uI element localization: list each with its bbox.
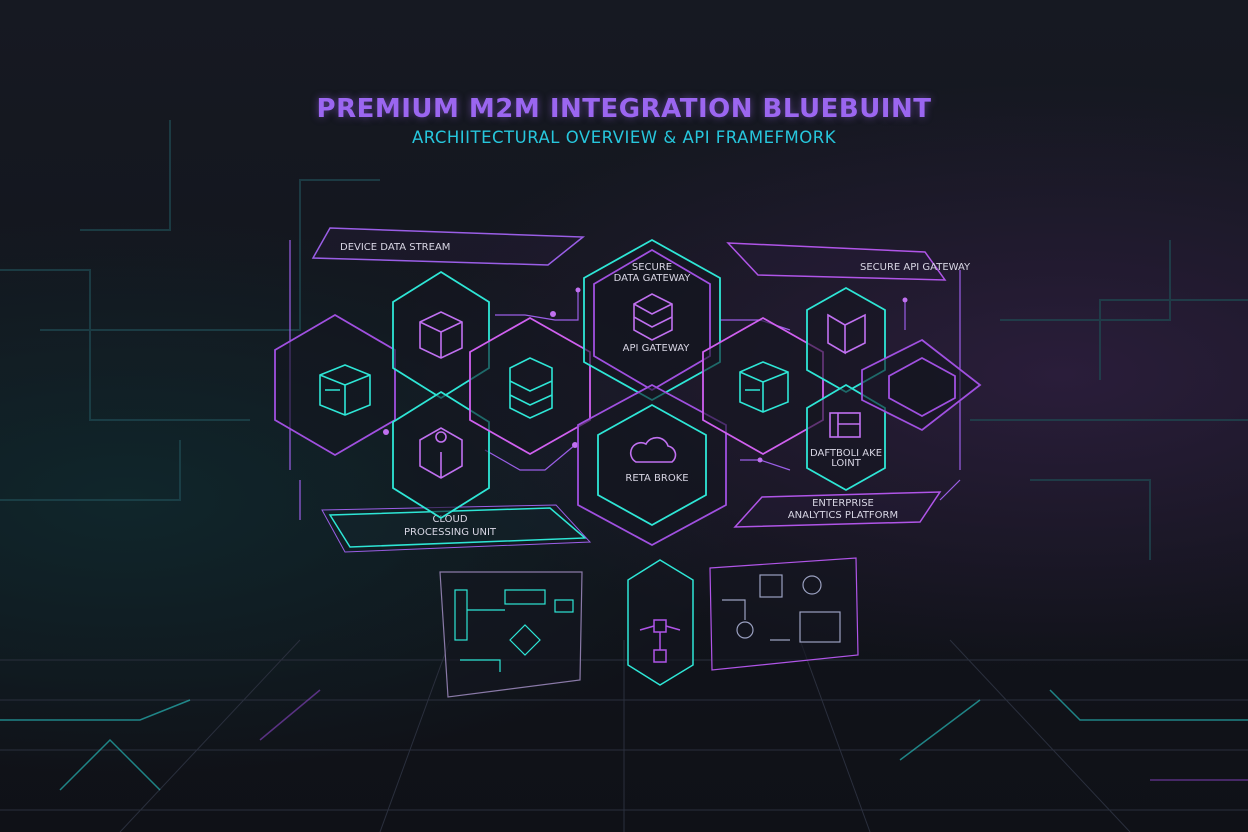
panel-device-data-stream: DEVICE DATA STREAM — [311, 227, 586, 266]
hex-analytics-inner — [888, 356, 956, 418]
node-label: PROCESSING UNIT — [404, 527, 497, 538]
schematic-card-left — [439, 571, 583, 698]
panel-enterprise-analytics: ENTERPRISE ANALYTICS PLATFORM — [733, 491, 942, 528]
schematic-card-center — [627, 559, 694, 686]
page-title: PREMIUM M2M INTEGRATION BLUEBUINT — [316, 94, 932, 124]
node-label: SECURE — [632, 262, 672, 273]
node-label: LOINT — [831, 458, 862, 469]
dashboard-icon — [829, 412, 861, 438]
hex-left-storage — [274, 313, 396, 457]
hex-broker — [597, 403, 707, 527]
schematic-card-right — [709, 557, 859, 671]
server-stack-icon — [509, 357, 553, 419]
box-icon — [739, 361, 789, 413]
panel-secure-api-gateway: SECURE API GATEWAY — [726, 242, 971, 281]
book-icon — [827, 313, 866, 355]
node-label: RETA BROKE — [625, 473, 688, 484]
cloud-icon — [629, 436, 677, 463]
node-label: DAFTBOLI AKE — [810, 448, 882, 459]
device-cube-icon — [419, 311, 463, 359]
database-cube-icon — [633, 293, 673, 341]
node-label: API GATEWAY — [623, 343, 691, 354]
storage-box-icon — [319, 364, 371, 416]
camera-cube-icon — [419, 427, 463, 479]
page-subtitle: ARCHIITECTURAL OVERVIEW & API FRAMEFMORK — [411, 128, 837, 147]
device-data-stream-label: DEVICE DATA STREAM — [340, 242, 450, 253]
node-label: ANALYTICS PLATFORM — [788, 510, 898, 521]
node-label: ENTERPRISE — [812, 498, 874, 509]
node-label: DATA GATEWAY — [614, 273, 692, 284]
floor-grid — [0, 639, 1248, 832]
secure-api-gateway-label: SECURE API GATEWAY — [860, 262, 971, 273]
node-label: CLOUD — [432, 514, 467, 525]
panel-cloud-processing: CLOUD PROCESSING UNIT — [321, 504, 592, 553]
